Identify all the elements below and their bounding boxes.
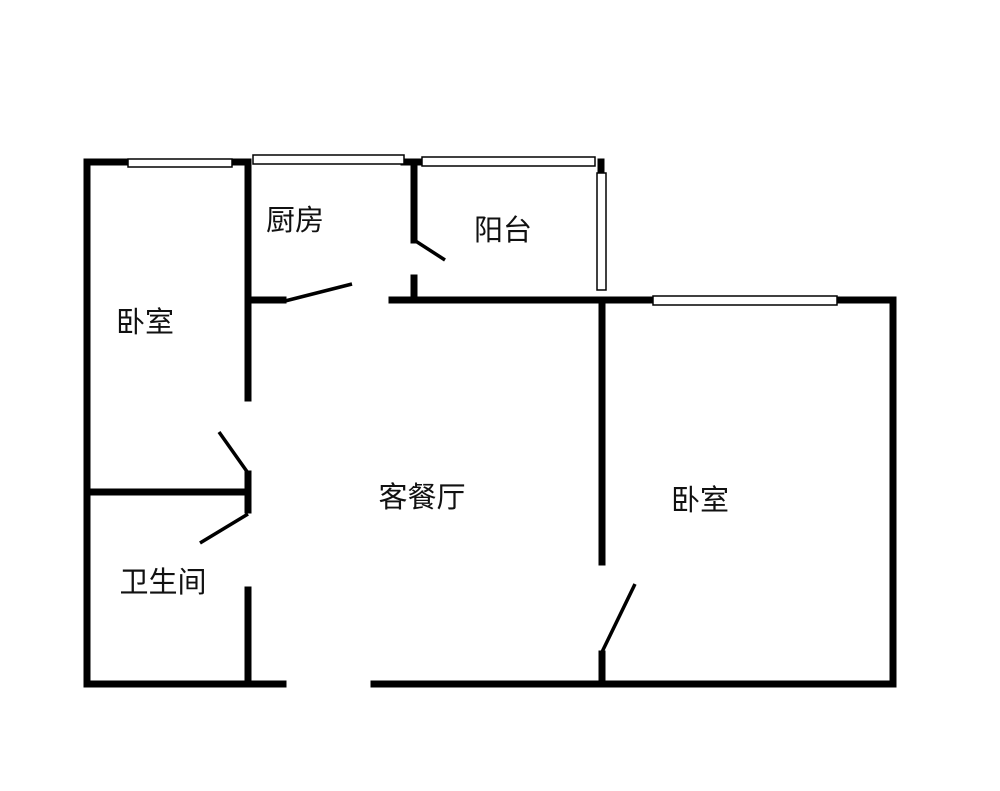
window-bedroom-left xyxy=(127,158,233,168)
window-bedroom-right xyxy=(652,295,838,306)
room-label-bedroom-right: 卧室 xyxy=(670,483,730,517)
room-label-bedroom-left: 卧室 xyxy=(115,305,175,339)
room-label-balcony: 阳台 xyxy=(473,213,533,247)
doors xyxy=(199,238,637,653)
door-balcony[interactable] xyxy=(413,238,446,262)
room-label-living-dining: 客餐厅 xyxy=(378,480,466,514)
door-bedroom-left[interactable] xyxy=(217,430,250,475)
room-label-kitchen: 厨房 xyxy=(265,203,325,237)
windows xyxy=(127,154,838,306)
walls xyxy=(83,158,897,688)
room-label-bathroom: 卫生间 xyxy=(119,565,207,599)
door-bathroom[interactable] xyxy=(199,512,249,545)
door-kitchen[interactable] xyxy=(284,282,353,303)
window-balcony-side xyxy=(596,172,607,291)
door-bedroom-right[interactable] xyxy=(600,583,637,653)
window-balcony-top xyxy=(421,156,596,167)
window-kitchen xyxy=(252,154,405,165)
